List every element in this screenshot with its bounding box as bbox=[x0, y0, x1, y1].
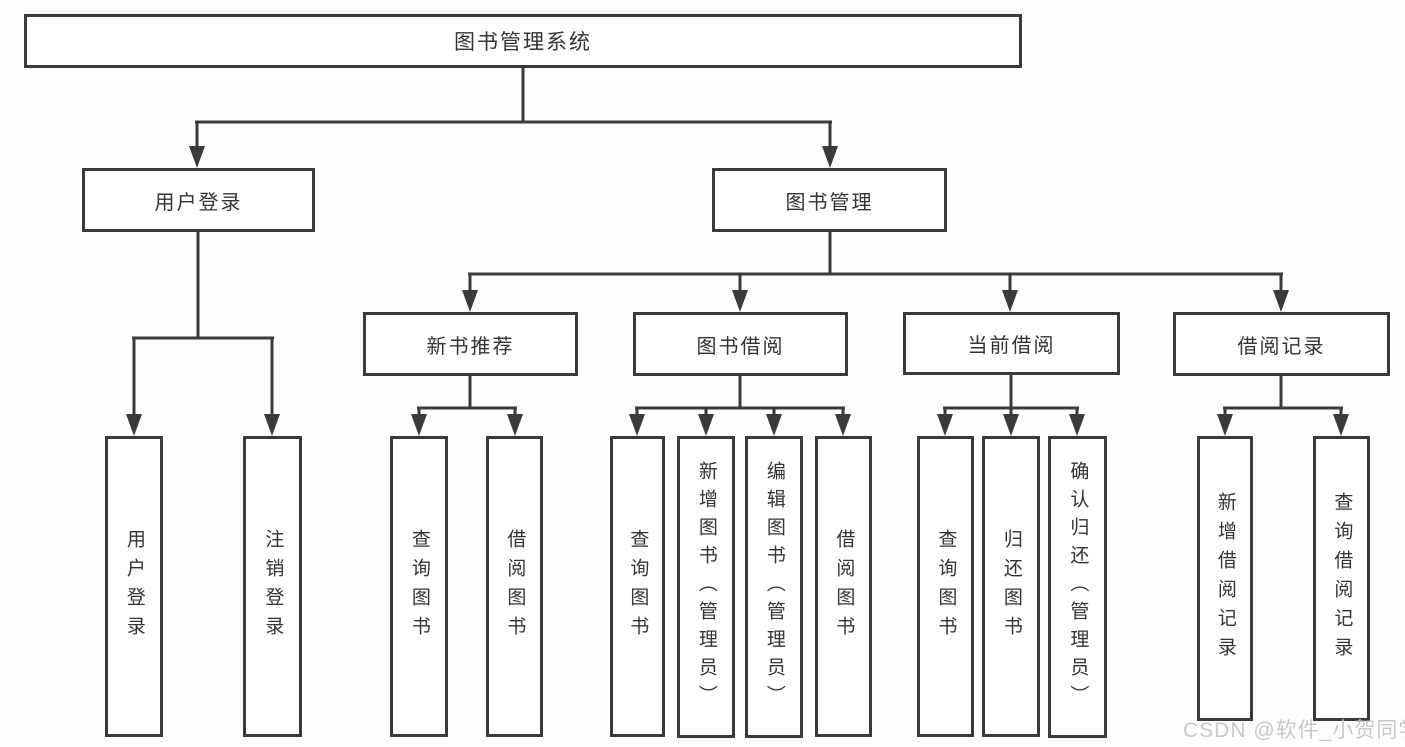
leaf-label: 借阅图书 bbox=[504, 528, 526, 645]
leaf-label: 编辑图书（管理员） bbox=[763, 461, 785, 713]
leaf-add-borrow-record: 新增借阅记录 bbox=[1197, 436, 1253, 721]
leaf-label: 归还图书 bbox=[1000, 528, 1022, 645]
leaf-borrow-books: 借阅图书 bbox=[815, 436, 872, 737]
connector-new-book-recommend-to-leaves bbox=[411, 375, 523, 436]
node-book-management: 图书管理 bbox=[712, 168, 947, 232]
leaf-label: 查询图书 bbox=[627, 528, 649, 645]
leaf-query-borrow-record: 查询借阅记录 bbox=[1313, 436, 1370, 721]
leaf-user-login: 用户登录 bbox=[105, 436, 163, 737]
leaf-borrow-books-recommend: 借阅图书 bbox=[486, 436, 543, 737]
leaf-label: 注销登录 bbox=[262, 528, 284, 645]
leaf-label: 新增借阅记录 bbox=[1214, 491, 1236, 666]
node-book-borrow: 图书借阅 bbox=[633, 312, 848, 376]
leaf-label: 查询图书 bbox=[408, 528, 430, 645]
connector-borrow-records-to-leaves bbox=[1217, 375, 1349, 436]
leaf-label: 借阅图书 bbox=[833, 528, 855, 645]
leaf-label: 查询图书 bbox=[935, 528, 957, 645]
leaf-return-books: 归还图书 bbox=[982, 436, 1040, 737]
watermark: CSDN @软件_小贺同学 bbox=[1183, 719, 1405, 742]
node-current-borrow: 当前借阅 bbox=[903, 312, 1120, 375]
connector-current-borrow-to-leaves bbox=[937, 375, 1085, 436]
leaf-label: 查询借阅记录 bbox=[1331, 491, 1353, 666]
leaf-label: 用户登录 bbox=[123, 528, 145, 645]
leaf-query-books-borrow: 查询图书 bbox=[610, 436, 665, 737]
node-user-login: 用户登录 bbox=[82, 168, 315, 232]
connector-user-login-to-leaves bbox=[126, 232, 280, 436]
leaf-query-books-recommend: 查询图书 bbox=[390, 436, 448, 737]
leaf-add-book-admin: 新增图书（管理员） bbox=[677, 436, 735, 738]
leaf-label: 确认归还（管理员） bbox=[1067, 461, 1089, 713]
leaf-query-books-current: 查询图书 bbox=[917, 436, 974, 737]
connector-root-to-level2 bbox=[189, 68, 838, 168]
node-new-book-recommend: 新书推荐 bbox=[363, 312, 578, 376]
leaf-edit-book-admin: 编辑图书（管理员） bbox=[745, 436, 803, 738]
leaf-confirm-return-admin: 确认归还（管理员） bbox=[1048, 436, 1107, 738]
node-borrow-records: 借阅记录 bbox=[1173, 312, 1390, 376]
node-library-management-system: 图书管理系统 bbox=[24, 14, 1022, 68]
leaf-label: 新增图书（管理员） bbox=[695, 461, 717, 713]
connector-book-management-to-level3 bbox=[462, 232, 1289, 312]
connector-book-borrow-to-leaves bbox=[629, 375, 851, 436]
leaf-logout: 注销登录 bbox=[243, 436, 302, 737]
